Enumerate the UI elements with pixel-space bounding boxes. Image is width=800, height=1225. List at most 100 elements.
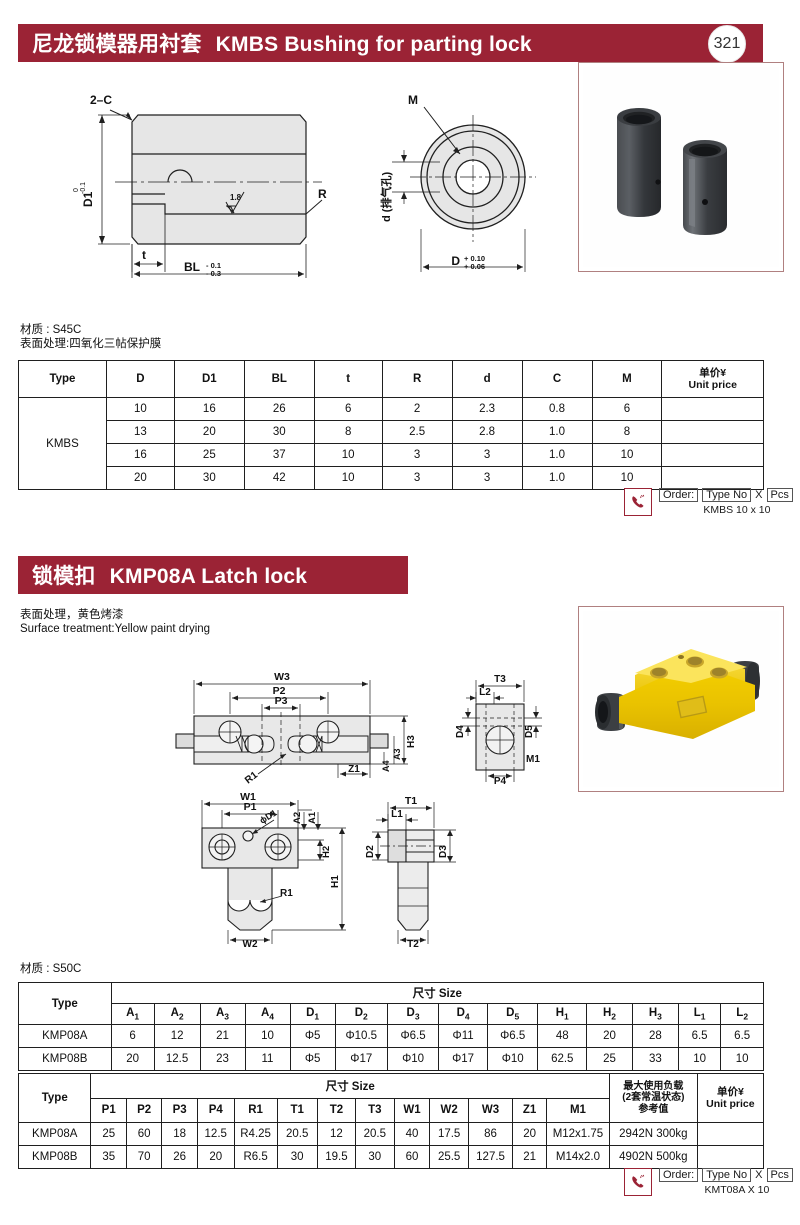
table-header-row-size: Type 尺寸 Size 最大使用负载(2套常温状态)参考值 单价¥Unit p… [17, 1073, 765, 1123]
th-a1: A1 [110, 1003, 155, 1025]
th-d1: D1 [173, 360, 245, 398]
cell: 10 [313, 466, 383, 490]
label-d: D [451, 254, 460, 268]
cell: 10 [591, 443, 663, 467]
label-p1: P1 [244, 801, 257, 813]
label-l2: L2 [479, 687, 491, 698]
cell: 3 [451, 466, 523, 490]
th-h1: H1 [537, 1003, 588, 1025]
cell: 10 [244, 1024, 291, 1048]
label-h1: H1 [330, 875, 341, 888]
drawing-kmbs-side-view: 2–C D1 0 -0.1 t [60, 82, 360, 282]
th-size-group: 尺寸 Size [90, 1073, 610, 1099]
drawing-kmp08a-bolt-view: T1 L1 D2 [358, 788, 483, 948]
cell: 6 [313, 397, 383, 421]
cell: 16 [105, 443, 175, 467]
table-row: 13 20 30 8 2.5 2.8 1.0 8 [19, 420, 764, 444]
cell: 1.0 [521, 420, 593, 444]
cell: 13 [105, 420, 175, 444]
cell: 18 [161, 1122, 198, 1146]
cell: 25 [586, 1047, 633, 1071]
label-t2: T2 [407, 939, 419, 948]
label-m1: M1 [526, 754, 540, 765]
table-row: 20 30 42 10 3 3 1.0 10 [19, 466, 764, 490]
cell: 3 [381, 466, 453, 490]
label-p4: P4 [494, 776, 507, 784]
material-note-kmbs: 材质 : S45C 表面处理:四氧化三帖保护膜 [20, 324, 162, 350]
cell: 1.0 [521, 466, 593, 490]
cell: 26 [243, 397, 315, 421]
label-d4: D4 [455, 725, 466, 738]
order-type-no: Type No [702, 1168, 752, 1182]
label-d-vent: d (排气孔) [379, 172, 393, 222]
cell: 42 [243, 466, 315, 490]
th-p4: P4 [196, 1097, 235, 1123]
th-t1: T1 [276, 1097, 318, 1123]
cell-load: 2942N 300kg [608, 1122, 698, 1146]
th-w2: W2 [429, 1097, 469, 1123]
label-t1: T1 [405, 795, 417, 807]
label-t: t [142, 248, 146, 262]
cell: 20 [196, 1145, 235, 1169]
table-row: KMBS 10 16 26 6 2 2.3 0.8 6 [18, 397, 764, 490]
label-r1-front: R1 [280, 888, 293, 899]
label-d1-tol-up: 0 [73, 188, 80, 192]
section-header-kmbs: 尼龙锁模器用衬套 KMBS Bushing for parting lock [18, 24, 763, 62]
drawing-kmp08a-front-view: W1 P1 [182, 788, 382, 948]
cell: 20.5 [276, 1122, 318, 1146]
cell: M12x1.75 [545, 1122, 610, 1146]
th-h2: H2 [586, 1003, 633, 1025]
phone-icon [624, 488, 652, 516]
th-d1: D1 [289, 1003, 336, 1025]
cell: 35 [90, 1145, 127, 1169]
th-r1: R1 [233, 1097, 278, 1123]
th-a4: A4 [244, 1003, 291, 1025]
cell-price [661, 466, 764, 490]
cell: Φ5 [289, 1024, 336, 1048]
label-r1-top: R1 [243, 770, 260, 787]
cell: 12.5 [196, 1122, 235, 1146]
label-p2: P2 [273, 685, 286, 697]
cell: 2.8 [451, 420, 523, 444]
cell: 19.5 [316, 1145, 357, 1169]
cell: Φ10 [386, 1047, 440, 1071]
cell-price [661, 443, 764, 467]
cell: 25 [173, 443, 245, 467]
label-r: R [318, 187, 327, 201]
th-l1: L1 [677, 1003, 722, 1025]
order-box-kmp08a: Order: Type No X Pcs KMT08A X 10 [624, 1168, 793, 1196]
material-note-kmp08a: 材质 : S50C [20, 963, 82, 975]
order-format-row: Order: Type No X Pcs [659, 488, 793, 502]
order-example: KMT08A X 10 [704, 1184, 770, 1196]
table-row: KMP08A 6 12 21 10 Φ5 Φ10.5 Φ6.5 Φ11 Φ6.5… [18, 1024, 764, 1048]
cell: 2.3 [451, 397, 523, 421]
cell: 10 [105, 397, 175, 421]
label-h3: H3 [406, 735, 417, 748]
section2-title-cn: 锁模扣 [32, 565, 96, 588]
cell: 6 [110, 1024, 155, 1048]
drawing-kmp08a-end-view: T3 L2 D4 [452, 664, 562, 784]
cell-price [661, 397, 764, 421]
cell: 6 [591, 397, 663, 421]
cell: 12.5 [153, 1047, 201, 1071]
cell: 21 [199, 1024, 246, 1048]
cell: 40 [393, 1122, 431, 1146]
order-box-kmbs: Order: Type No X Pcs KMBS 10 x 10 [624, 488, 793, 516]
label-z1: Z1 [348, 764, 360, 775]
th-t: t [313, 360, 383, 398]
th-d-small: d [451, 360, 523, 398]
cell: 30 [355, 1145, 395, 1169]
table-header-row-dims: A1 A2 A3 A4 D1 D2 D3 D4 D5 H1 H2 H3 L1 L… [19, 1003, 764, 1025]
page-number: 321 [713, 35, 741, 52]
th-w1: W1 [393, 1097, 431, 1123]
th-p2: P2 [125, 1097, 163, 1123]
label-l1: L1 [391, 809, 403, 820]
label-d5: D5 [524, 725, 535, 738]
phone-icon [624, 1168, 652, 1196]
cell: Φ10 [486, 1047, 539, 1071]
cell: 0.8 [521, 397, 593, 421]
cell-price [696, 1122, 765, 1146]
surface-note-kmp08a: 表面处理，黄色烤漆 Surface treatment:Yellow paint… [20, 609, 211, 635]
section2-title-en: KMP08A Latch lock [109, 565, 308, 588]
order-pcs: Pcs [766, 1168, 793, 1182]
